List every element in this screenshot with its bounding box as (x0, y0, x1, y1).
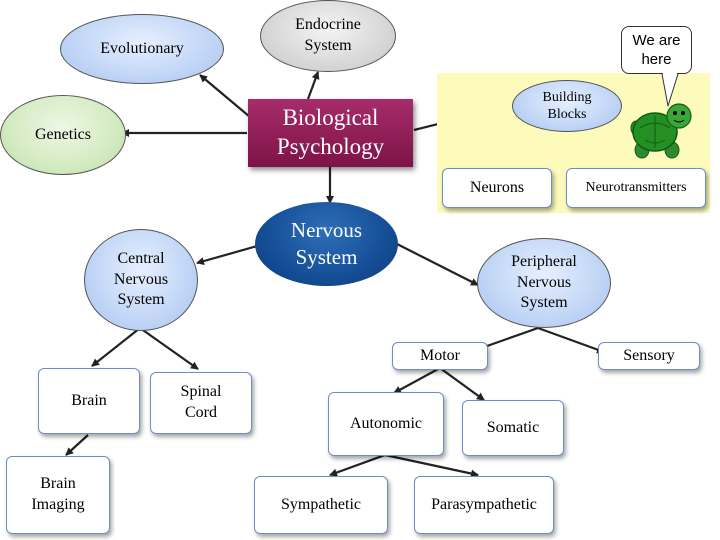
node-parasympathetic-label: Parasympathetic (431, 495, 537, 513)
arrow-to-spinal-cord (139, 327, 199, 370)
node-central-nervous-system: Central Nervous System (84, 229, 198, 331)
node-sensory-label: Sensory (623, 346, 675, 364)
arrow-to-sympathetic (329, 453, 386, 477)
node-neurotransmitters: Neurotransmitters (566, 168, 706, 208)
node-somatic-label: Somatic (486, 418, 540, 436)
node-endocrine-system: Endocrine System (260, 0, 396, 72)
arrow-to-evolutionary (199, 74, 251, 118)
node-building-blocks-label: Building Blocks (542, 89, 592, 123)
node-sympathetic: Sympathetic (254, 476, 388, 534)
node-neurons: Neurons (442, 168, 552, 208)
node-parasympathetic: Parasympathetic (414, 476, 554, 534)
arrow-to-somatic (439, 367, 485, 401)
node-neurotransmitters-label: Neurotransmitters (585, 179, 687, 195)
node-autonomic: Autonomic (328, 392, 444, 456)
node-biological-psychology-label: Biological Psychology (276, 105, 385, 159)
node-spinal-cord: Spinal Cord (150, 372, 252, 434)
node-peripheral-nervous-system: Peripheral Nervous System (477, 238, 611, 328)
arrow-to-sensory (537, 326, 605, 354)
node-brain: Brain (38, 368, 140, 434)
arrow-to-endocrine (306, 71, 320, 100)
node-sensory: Sensory (598, 342, 700, 370)
we-are-here-callout: We are here (621, 26, 692, 74)
node-endocrine-label: Endocrine System (295, 16, 361, 54)
node-sympathetic-label: Sympathetic (281, 495, 361, 513)
node-central-nervous-system-label: Central Nervous System (113, 249, 169, 309)
arrow-to-autonomic (393, 367, 441, 394)
node-somatic: Somatic (462, 400, 564, 456)
node-motor-label: Motor (420, 346, 460, 364)
node-brain-label: Brain (71, 391, 107, 409)
node-autonomic-label: Autonomic (350, 414, 422, 432)
node-spinal-cord-label: Spinal Cord (180, 383, 222, 421)
we-are-here-label: We are here (632, 31, 681, 69)
turtle-icon (630, 72, 692, 159)
node-genetics: Genetics (0, 95, 126, 175)
node-brain-imaging: Brain Imaging (6, 456, 110, 534)
arrow-to-brain-imaging (65, 434, 89, 456)
node-peripheral-nervous-system-label: Peripheral Nervous System (511, 252, 577, 312)
node-motor: Motor (392, 342, 488, 370)
node-genetics-label: Genetics (35, 125, 91, 143)
arrow-to-pns (394, 242, 479, 286)
node-nervous-system: Nervous System (255, 202, 398, 286)
node-nervous-system-label: Nervous System (290, 217, 363, 269)
arrow-to-parasympathetic (384, 453, 479, 478)
node-evolutionary-label: Evolutionary (100, 39, 184, 57)
arrow-to-brain (91, 327, 141, 367)
node-brain-imaging-label: Brain Imaging (31, 475, 85, 513)
node-evolutionary: Evolutionary (60, 14, 224, 84)
node-biological-psychology: Biological Psychology (248, 99, 413, 167)
node-building-blocks: Building Blocks (512, 80, 622, 132)
node-neurons-label: Neurons (469, 178, 525, 196)
